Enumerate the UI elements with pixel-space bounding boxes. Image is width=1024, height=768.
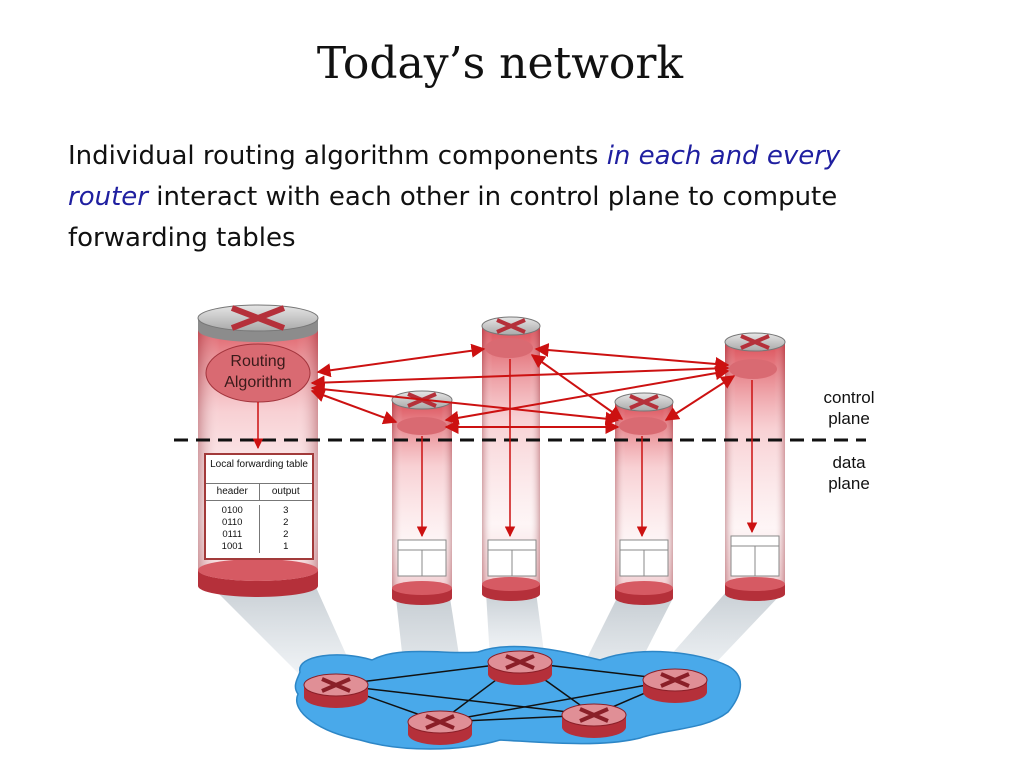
control-line2: plane: [828, 409, 870, 428]
body-prefix: Individual routing algorithm components: [68, 141, 599, 171]
control-plane-label: control plane: [808, 387, 890, 429]
body-emphasis: in each and every router: [68, 141, 841, 212]
table-cell: 1: [283, 541, 289, 552]
forwarding-table-header: header output: [206, 483, 312, 501]
table-cell: 0110: [222, 517, 243, 528]
table-cell: 0111: [222, 529, 243, 540]
net-router-1: [303, 673, 369, 708]
slide-body: Individual routing algorithm components …: [68, 136, 928, 259]
routing-line2: Algorithm: [224, 374, 292, 391]
slide-title: Today’s network: [316, 38, 684, 89]
net-router-5: [561, 703, 627, 738]
table-cell: 3: [283, 505, 289, 516]
net-router-2: [487, 650, 553, 685]
header-column-label: header: [206, 484, 260, 500]
net-router-4: [407, 710, 473, 745]
router-cylinder-2: [481, 316, 541, 601]
output-values: 3 2 2 1: [260, 505, 313, 553]
router-cylinder-3: [614, 392, 674, 605]
header-values: 0100 0110 0111 1001: [206, 505, 260, 553]
data-plane-label: data plane: [808, 452, 890, 494]
net-router-3: [642, 668, 708, 703]
table-cell: 1001: [221, 541, 243, 552]
table-cell: 2: [283, 517, 289, 528]
output-column-label: output: [271, 486, 300, 497]
data-line1: data: [832, 453, 866, 472]
forwarding-table-title: Local forwarding table: [210, 459, 308, 470]
data-line2: plane: [828, 474, 870, 493]
body-suffix: interact with each other in control plan…: [68, 182, 838, 253]
control-line1: control: [823, 388, 875, 407]
forwarding-table-rows: 0100 0110 0111 1001 3 2 2 1: [206, 501, 312, 553]
table-cell: 0100: [221, 505, 243, 516]
routing-algorithm-label: Routing Algorithm: [208, 351, 308, 393]
network-cloud: [294, 645, 742, 750]
router-cylinder-4: [724, 332, 786, 601]
routing-line1: Routing: [230, 353, 286, 370]
control-arrows: [310, 343, 736, 434]
table-cell: 2: [283, 529, 289, 540]
local-forwarding-table: Local forwarding table header output 010…: [204, 453, 314, 560]
